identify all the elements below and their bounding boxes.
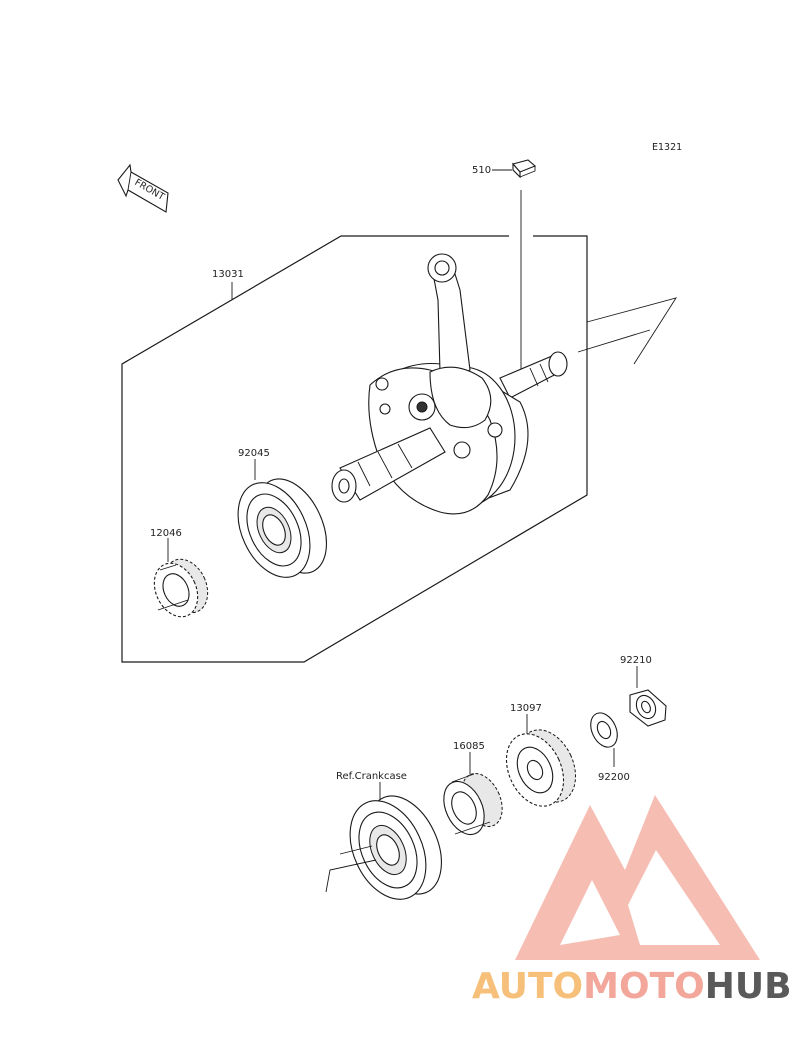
callout-13097: 13097 (510, 703, 542, 714)
watermark-hub: HUB (705, 966, 792, 1007)
nut-92210-icon (629, 689, 667, 727)
callout-92200: 92200 (598, 772, 630, 783)
assembly-box-13031 (121, 235, 588, 663)
watermark-auto: AUTO (472, 966, 583, 1007)
callout-12046: 12046 (150, 528, 182, 539)
ref-crankcase-label: Ref.Crankcase (336, 771, 407, 782)
callout-92045: 92045 (238, 448, 270, 459)
sprocket-12046-icon (153, 558, 209, 618)
washer-92200-icon (590, 712, 618, 748)
callout-16085: 16085 (453, 741, 485, 752)
crankcase-bearing-icon (349, 795, 442, 900)
bearing-92045-icon (237, 478, 327, 578)
watermark-text-auto: AUTOMOTOHUB (472, 966, 792, 1007)
diagram-code: E1321 (652, 142, 682, 153)
watermark-moto: MOTO (583, 966, 705, 1007)
key-510-icon (512, 159, 537, 179)
callout-92210: 92210 (620, 655, 652, 666)
gear-16085-icon (443, 773, 503, 836)
callout-510: 510 (472, 165, 491, 176)
front-arrow-icon: FRONT (117, 163, 169, 213)
watermark-logo (515, 795, 760, 960)
callout-13031: 13031 (212, 269, 244, 280)
crankshaft-icon (331, 253, 568, 515)
gear-13097-icon (505, 729, 577, 807)
